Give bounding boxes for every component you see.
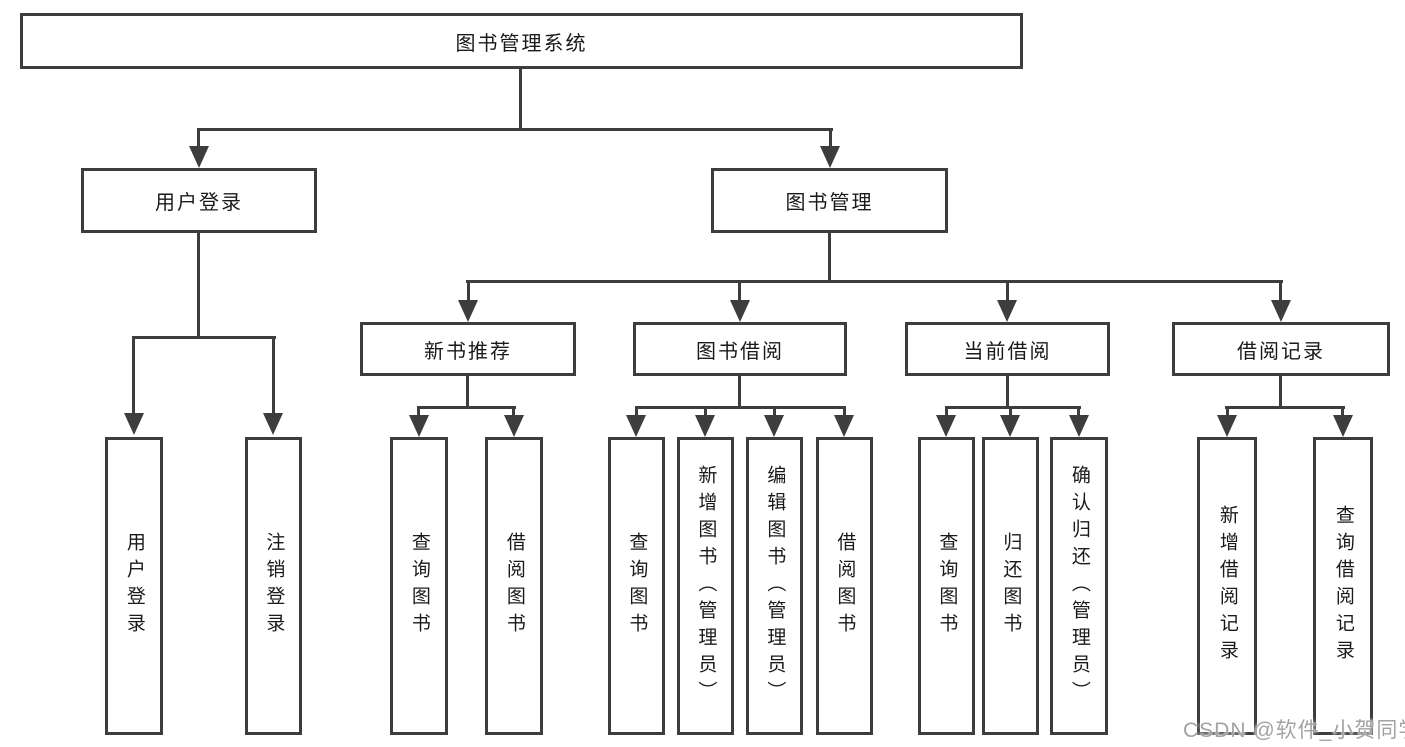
arrowhead-leaf-login	[124, 413, 144, 435]
leaf-borrow-books: 借阅图书	[816, 437, 873, 735]
connector-root-trunk	[519, 69, 522, 131]
connector-stub-s0c1	[512, 406, 515, 418]
leaf-borrow-books-recommend: 借阅图书	[485, 437, 543, 735]
leaf-query-books-current-label: 查询图书	[936, 532, 958, 640]
connector-level2-horizontal	[466, 280, 1283, 283]
connector-level1-horizontal	[197, 128, 833, 131]
arrowhead-s1c3	[834, 415, 854, 437]
node-user-login: 用户登录	[81, 168, 317, 233]
arrowhead-current-borrow	[997, 300, 1017, 322]
node-current-borrow-label: 当前借阅	[963, 340, 1052, 363]
root-node-label: 图书管理系统	[455, 32, 588, 55]
arrowhead-s2c2	[1069, 415, 1089, 437]
connector-book-management-drop	[828, 233, 831, 283]
csdn-watermark: CSDN @软件_小贺同学	[1183, 719, 1405, 742]
arrowhead-user-login	[189, 146, 209, 168]
arrowhead-s2c0	[936, 415, 956, 437]
leaf-query-borrow-record-label: 查询借阅记录	[1332, 505, 1354, 667]
node-book-management: 图书管理	[711, 168, 948, 233]
leaf-add-book-admin-label: 新增图书（管理员）	[695, 464, 717, 708]
leaf-query-books-current: 查询图书	[918, 437, 975, 735]
connector-stub-user-login	[197, 128, 200, 150]
node-book-borrow-label: 图书借阅	[696, 340, 784, 363]
connector-stub-borrow-records	[1279, 280, 1282, 302]
connector-stub-s3c1	[1341, 406, 1344, 418]
node-book-management-label: 图书管理	[785, 192, 874, 214]
leaf-borrow-books-label: 借阅图书	[834, 532, 856, 640]
node-borrow-records-label: 借阅记录	[1237, 340, 1325, 363]
leaf-return-book-label: 归还图书	[1000, 532, 1022, 640]
leaf-return-book: 归还图书	[982, 437, 1039, 735]
connector-stub-leaf-login	[132, 336, 135, 415]
node-current-borrow: 当前借阅	[905, 322, 1110, 376]
connector-stub-current-borrow	[1006, 280, 1009, 302]
leaf-add-book-admin: 新增图书（管理员）	[677, 437, 734, 735]
leaf-edit-book-admin: 编辑图书（管理员）	[746, 437, 803, 735]
connector-s3-horizontal	[1225, 406, 1345, 409]
leaf-query-books-borrow-label: 查询图书	[626, 532, 648, 640]
node-new-book-recommend: 新书推荐	[360, 322, 576, 376]
leaf-logout: 注销登录	[245, 437, 302, 735]
leaf-confirm-return-admin: 确认归还（管理员）	[1050, 437, 1108, 735]
leaf-logout-label: 注销登录	[263, 532, 285, 640]
connector-stub-book-management	[829, 128, 832, 150]
arrowhead-s1c1	[695, 415, 715, 437]
arrowhead-book-management	[820, 146, 840, 168]
connector-stub-s1c1	[704, 406, 707, 418]
leaf-query-books-borrow: 查询图书	[608, 437, 665, 735]
arrowhead-s1c0	[626, 415, 646, 437]
arrowhead-s3c1	[1333, 415, 1353, 437]
arrowhead-s1c2	[764, 415, 784, 437]
leaf-query-books-recommend: 查询图书	[390, 437, 448, 735]
connector-stub-s0c0	[417, 406, 420, 418]
connector-s2-horizontal	[945, 406, 1081, 409]
node-new-book-recommend-label: 新书推荐	[424, 340, 512, 363]
arrowhead-new-book	[458, 300, 478, 322]
connector-stub-s1c3	[843, 406, 846, 418]
connector-stub-s1c0	[635, 406, 638, 418]
connector-s0-drop	[466, 376, 469, 409]
leaf-confirm-return-admin-label: 确认归还（管理员）	[1068, 464, 1090, 708]
root-node-system: 图书管理系统	[20, 13, 1023, 69]
node-user-login-label: 用户登录	[155, 192, 243, 214]
connector-stub-leaf-logout	[272, 336, 275, 415]
connector-s1-drop	[738, 376, 741, 409]
connector-stub-s2c2	[1077, 406, 1080, 418]
connector-s2-drop	[1006, 376, 1009, 409]
connector-user-login-horizontal	[132, 336, 276, 339]
arrowhead-s0c1	[504, 415, 524, 437]
leaf-add-borrow-record-label: 新增借阅记录	[1216, 505, 1238, 667]
leaf-edit-book-admin-label: 编辑图书（管理员）	[764, 464, 786, 708]
arrowhead-book-borrow	[730, 300, 750, 322]
leaf-query-borrow-record: 查询借阅记录	[1313, 437, 1373, 735]
connector-stub-s2c0	[945, 406, 948, 418]
arrowhead-leaf-logout	[263, 413, 283, 435]
leaf-add-borrow-record: 新增借阅记录	[1197, 437, 1257, 735]
arrowhead-s3c0	[1217, 415, 1237, 437]
connector-stub-s1c2	[773, 406, 776, 418]
connector-stub-new-book	[467, 280, 470, 302]
connector-s0-horizontal	[417, 406, 516, 409]
node-book-borrow: 图书借阅	[633, 322, 847, 376]
leaf-query-books-recommend-label: 查询图书	[408, 532, 430, 640]
arrowhead-s0c0	[409, 415, 429, 437]
connector-s1-horizontal	[635, 406, 846, 409]
connector-stub-s2c1	[1009, 406, 1012, 418]
connector-user-login-drop	[197, 233, 200, 339]
leaf-user-login-label: 用户登录	[123, 532, 145, 640]
connector-stub-s3c0	[1226, 406, 1229, 418]
connector-s3-drop	[1279, 376, 1282, 409]
leaf-borrow-books-recommend-label: 借阅图书	[503, 532, 525, 640]
leaf-user-login: 用户登录	[105, 437, 163, 735]
node-borrow-records: 借阅记录	[1172, 322, 1390, 376]
connector-stub-book-borrow	[738, 280, 741, 302]
arrowhead-s2c1	[1000, 415, 1020, 437]
arrowhead-borrow-records	[1271, 300, 1291, 322]
